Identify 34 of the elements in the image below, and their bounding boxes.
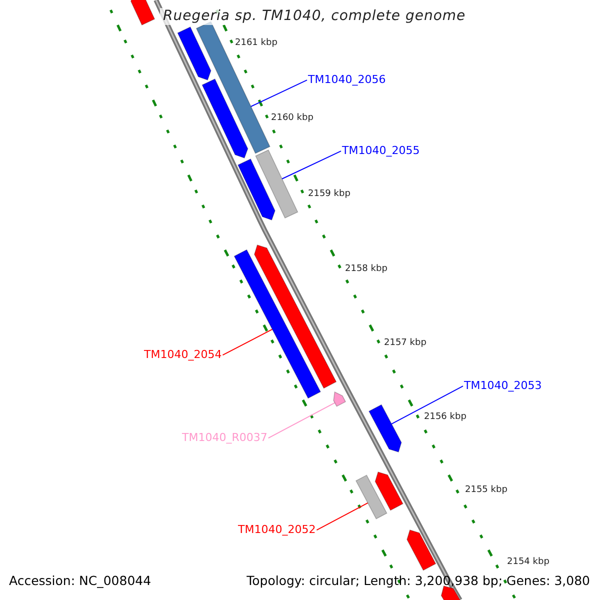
gene-label: TM1040_2055 [342, 145, 420, 158]
gene-label: TM1040_2054 [144, 349, 222, 362]
leader-line [268, 402, 336, 439]
scale-label: 2159 kbp [308, 190, 350, 200]
gene-segment [406, 530, 436, 571]
leader-line [222, 328, 273, 356]
gene-segment [333, 391, 346, 407]
gene-segment [254, 244, 337, 389]
scale-label: 2161 kbp [235, 39, 278, 49]
scale-label: 2155 kbp [465, 486, 508, 496]
genome-summary: Topology: circular; Length: 3,200,938 bp; Genes: 3,080 [246, 574, 590, 588]
gene-segment [368, 404, 402, 452]
leader-line [316, 502, 368, 531]
scale-label: 2160 kbp [271, 114, 314, 124]
scale-label: 2157 kbp [384, 339, 426, 349]
gene-segment [255, 149, 298, 219]
gene-segment [234, 249, 322, 399]
gene-label: TM1040_2053 [464, 380, 542, 392]
scale-label: 2154 kbp [507, 558, 550, 568]
leader-line [391, 386, 464, 424]
gene-segment [237, 158, 276, 221]
gene-label: TM1040_2056 [308, 74, 386, 86]
gene-segment [374, 472, 404, 511]
gene-label: TM1040_2052 [238, 524, 316, 536]
gene-segment [177, 26, 212, 81]
accession-text: Accession: NC_008044 [9, 574, 152, 588]
scale-label: 2156 kbp [424, 413, 466, 423]
gene-segment [355, 474, 388, 520]
gene-segment [202, 78, 248, 158]
leader-line [250, 80, 308, 107]
leader-line [282, 150, 342, 180]
gene-label: TM1040_R0037 [182, 432, 268, 444]
scale-label: 2158 kbp [345, 265, 388, 275]
gene-segment [130, 0, 156, 26]
